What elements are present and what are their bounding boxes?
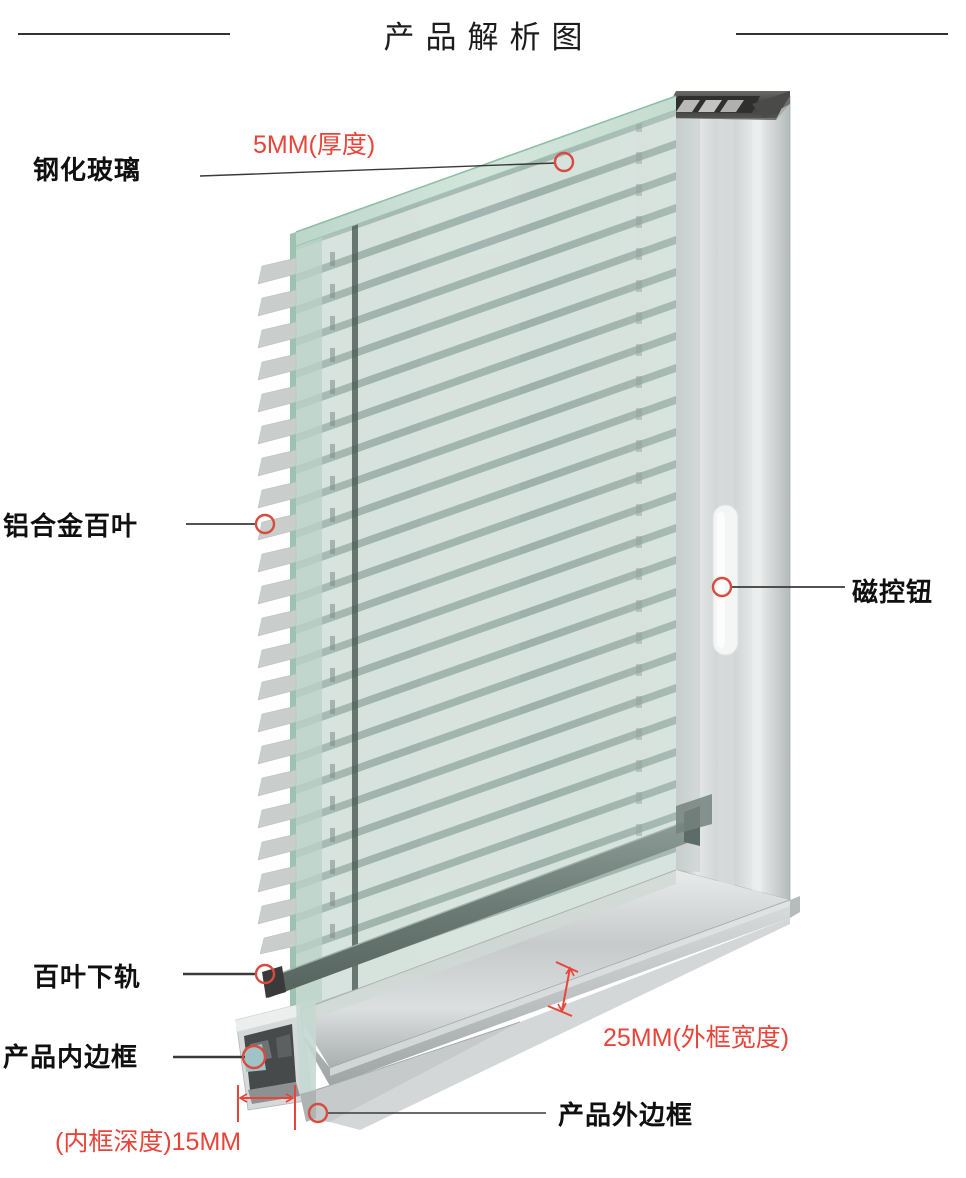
page-title: 产品解析图 — [383, 20, 594, 55]
outer-frame-right-stile — [675, 95, 791, 901]
callout-label-louver-bottom-rail: 百叶下轨 — [33, 962, 142, 992]
louver-bottom-rail — [262, 794, 712, 998]
callout-label-aluminium-louver: 铝合金百叶 — [3, 511, 139, 541]
marker-louver-bottom-rail — [254, 963, 276, 985]
marker-aluminium-louver — [254, 513, 276, 535]
callout-label-product-outer-frame: 产品外边框 — [558, 1100, 694, 1130]
marker-outer-frame — [307, 1102, 329, 1124]
dimension-inner-frame-depth — [237, 1085, 296, 1130]
title-rule-right — [736, 33, 948, 35]
aluminium-louver-slat-tips — [257, 257, 297, 955]
outer-frame-bottom-rail — [295, 869, 800, 1086]
outer-frame-top-cap — [662, 91, 790, 120]
dimension-outer-frame-width — [547, 961, 579, 1017]
dimension-label-inner-frame-depth: (内框深度)15MM — [55, 1128, 242, 1156]
callout-leader-lines — [173, 162, 845, 1114]
title-rule-left — [18, 33, 230, 35]
leader-tempered-glass — [199, 162, 557, 177]
marker-tempered-glass — [553, 151, 575, 173]
louver-slats-behind-glass — [296, 116, 676, 1012]
dimension-label-glass-thickness: 5MM(厚度) — [253, 131, 376, 159]
marker-inner-frame — [241, 1044, 267, 1070]
callout-label-product-inner-frame: 产品内边框 — [3, 1042, 139, 1072]
callout-label-magnetic-knob: 磁控钮 — [852, 577, 934, 607]
marker-magnetic-knob — [711, 576, 733, 598]
callout-label-tempered-glass: 钢化玻璃 — [33, 155, 142, 185]
page-header: 产品解析图 — [0, 0, 966, 70]
tempered-glass-panel — [290, 95, 677, 1026]
dimension-label-outer-frame-width: 25MM(外框宽度) — [603, 1024, 790, 1052]
callout-markers — [241, 151, 733, 1124]
product-outer-frame-nose — [300, 918, 790, 1130]
